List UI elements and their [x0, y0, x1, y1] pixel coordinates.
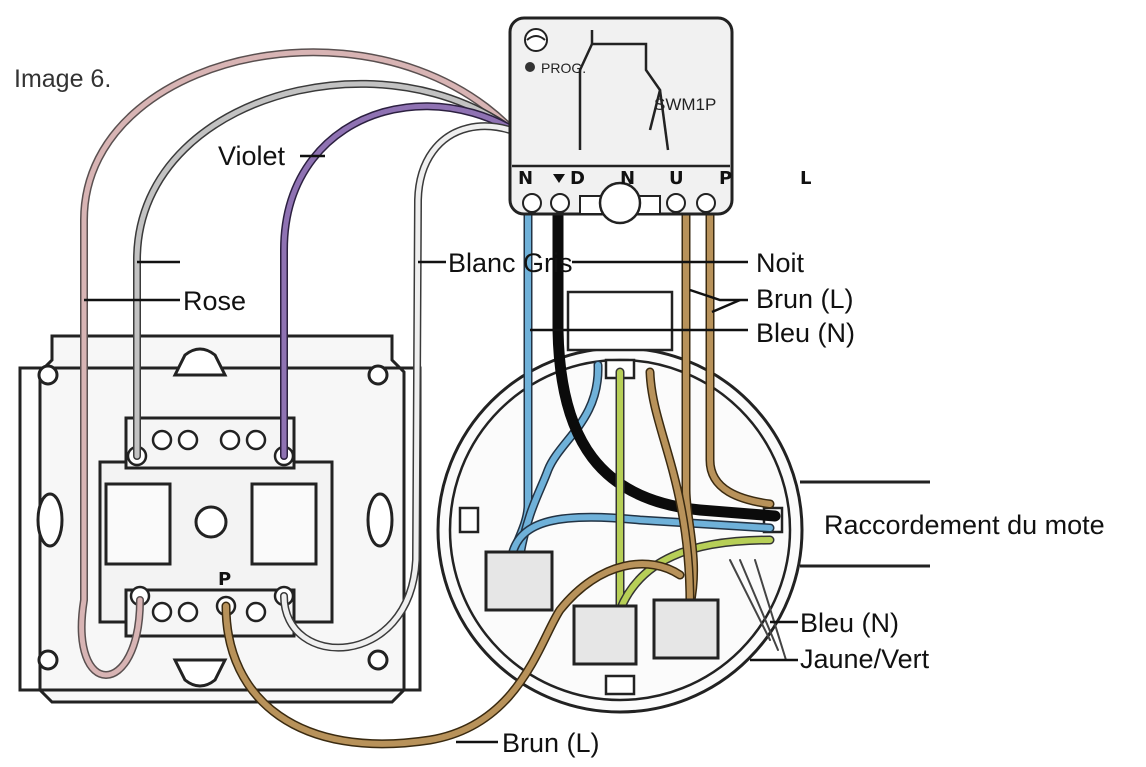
label-bleu-bottom: Bleu (N) [800, 608, 899, 638]
image-caption: Image 6. [14, 65, 111, 93]
label-rose: Rose [183, 286, 246, 316]
label-raccordement: Raccordement du mote [824, 510, 1105, 540]
label-bleu-top: Bleu (N) [756, 318, 855, 348]
prog-button-icon [525, 62, 535, 72]
label-blanc-gris: Blanc Gris [448, 248, 573, 278]
terminal-label-u: U [669, 168, 684, 189]
label-violet: Violet [218, 141, 286, 171]
module-name: SWM1P [654, 95, 716, 114]
leader-lines [84, 154, 798, 744]
module-center-knob [579, 181, 661, 225]
module-terminal-screws [522, 193, 716, 213]
wires [77, 48, 787, 749]
switch-top-screws [126, 429, 295, 467]
black-wire [552, 206, 781, 522]
terminal-label-l: L [800, 168, 811, 189]
terminal-label-p: P [719, 168, 732, 189]
label-jaune-vert: Jaune/Vert [800, 644, 930, 674]
swm1p-module: PROG. SWM1P N D N U P L [508, 16, 811, 225]
switch-insert [98, 416, 334, 638]
terminal-label-n2: N [620, 168, 635, 189]
terminal-label-n1: N [518, 168, 533, 189]
connector-blocks [484, 550, 720, 666]
label-brun-top: Brun (L) [756, 284, 854, 314]
label-brun-bottom: Brun (L) [502, 728, 600, 758]
switch-terminal-label-p: P [218, 569, 231, 590]
label-noir: Noit [756, 248, 805, 278]
terminal-label-d: D [570, 168, 585, 189]
module-prog-label: PROG. [541, 60, 586, 76]
down-arrow-icon [553, 174, 565, 183]
